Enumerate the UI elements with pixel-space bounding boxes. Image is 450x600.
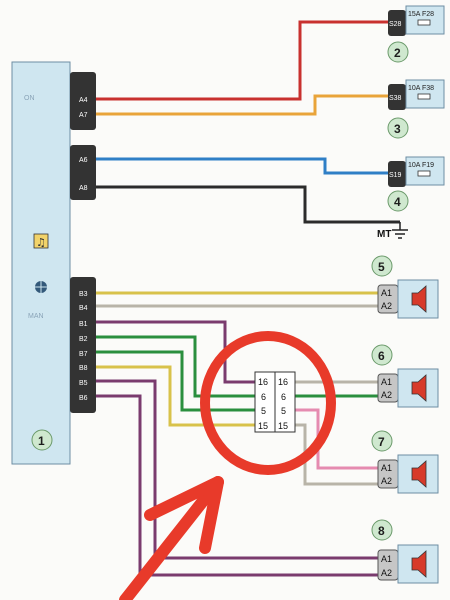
conn-left-16: 16 — [258, 377, 268, 387]
annotation-arrow-shaft — [119, 476, 224, 600]
conn-left-15: 15 — [258, 421, 268, 431]
pin-a7: A7 — [79, 112, 88, 119]
pin-b6: B6 — [79, 395, 88, 402]
speaker-wires — [96, 291, 380, 577]
speaker-6-pin-a1: A1 — [381, 377, 392, 387]
conn-left-5: 5 — [261, 406, 266, 416]
intermediate-connector: 16 6 5 15 16 6 5 15 — [254, 371, 296, 433]
fuse-4-connector: S19 — [389, 172, 402, 179]
speaker-5-pin-a2: A2 — [381, 301, 392, 311]
wire-b7 — [96, 350, 255, 412]
speaker-7-pin-a2: A2 — [381, 476, 392, 486]
wire-a4-red — [96, 20, 390, 101]
speaker-6: 6 A1 A2 — [371, 344, 439, 408]
head-unit: ON MAN ♫ A4 A7 A6 A8 B3 B4 B1 B2 B7 B8 B… — [11, 61, 96, 465]
svg-text:♫: ♫ — [36, 236, 46, 249]
head-unit-body — [11, 61, 71, 465]
pin-a4: A4 — [79, 97, 88, 104]
speaker-5: 5 A1 A2 — [371, 255, 439, 319]
ground-symbol: MT — [377, 222, 408, 240]
speaker-7-pin-a1: A1 — [381, 463, 392, 473]
music-note-icon: ♫ — [33, 233, 49, 249]
conn-right-15: 15 — [278, 421, 288, 431]
connector-b — [70, 277, 96, 413]
annotation-arrow-head — [144, 476, 224, 554]
head-unit-faint-label-on: ON — [24, 95, 35, 102]
speaker-5-icon — [411, 285, 427, 313]
head-unit-faint-label-man: MAN — [28, 313, 44, 320]
pin-b4: B4 — [79, 305, 88, 312]
wire-a6-blue — [96, 157, 390, 175]
speaker-8-pin-a1: A1 — [381, 554, 392, 564]
speaker-8-icon — [411, 550, 427, 578]
connector-a-top — [70, 72, 96, 130]
wire-a7-orange — [96, 94, 390, 116]
speaker-symbol-icon — [35, 281, 47, 293]
speaker-8-pin-a2: A2 — [381, 568, 392, 578]
red-annotation — [119, 331, 336, 600]
label-3: 3 — [394, 122, 401, 136]
fuse-2: S28 15A F28 2 — [387, 5, 445, 63]
label-5: 5 — [378, 260, 385, 274]
fuse-2-connector: S28 — [389, 21, 402, 28]
fuse-4: S19 10A F19 4 — [387, 156, 445, 212]
pin-a8: A8 — [79, 185, 88, 192]
wire-a8-black — [96, 185, 400, 224]
fuse-4-rating: 10A F19 — [408, 162, 434, 169]
label-6: 6 — [378, 349, 385, 363]
ground-label: MT — [377, 229, 391, 240]
speaker-7-icon — [411, 460, 427, 488]
pin-b2: B2 — [79, 336, 88, 343]
fuse-2-rating: 15A F28 — [408, 11, 434, 18]
pin-b8: B8 — [79, 365, 88, 372]
fuse-3-connector: S38 — [389, 95, 402, 102]
conn-right-6: 6 — [281, 392, 286, 402]
speaker-6-pin-a2: A2 — [381, 390, 392, 400]
fuse-3: S38 10A F38 3 — [387, 79, 445, 139]
pin-a6: A6 — [79, 157, 88, 164]
wire-b2 — [96, 335, 255, 398]
power-wires — [96, 20, 400, 224]
conn-right-16: 16 — [278, 377, 288, 387]
label-2: 2 — [394, 46, 401, 60]
pin-b1: B1 — [79, 321, 88, 328]
pin-b5: B5 — [79, 380, 88, 387]
wire-b6 — [96, 394, 380, 577]
connector-a-mid — [70, 145, 96, 200]
speaker-6-icon — [411, 374, 427, 402]
pin-b7: B7 — [79, 351, 88, 358]
wire-b5 — [96, 379, 380, 560]
fuse-3-rating: 10A F38 — [408, 85, 434, 92]
label-1: 1 — [38, 434, 45, 448]
pin-b3: B3 — [79, 291, 88, 298]
label-7: 7 — [378, 435, 385, 449]
speaker-8: 8 A1 A2 — [371, 519, 439, 584]
label-4: 4 — [394, 195, 401, 209]
label-circle-1 — [31, 429, 53, 451]
conn-left-6: 6 — [261, 392, 266, 402]
label-8: 8 — [378, 524, 385, 538]
speaker-7: 7 A1 A2 — [371, 430, 439, 494]
conn-right-5: 5 — [281, 406, 286, 416]
annotation-circle — [200, 331, 336, 475]
speaker-5-pin-a1: A1 — [381, 288, 392, 298]
